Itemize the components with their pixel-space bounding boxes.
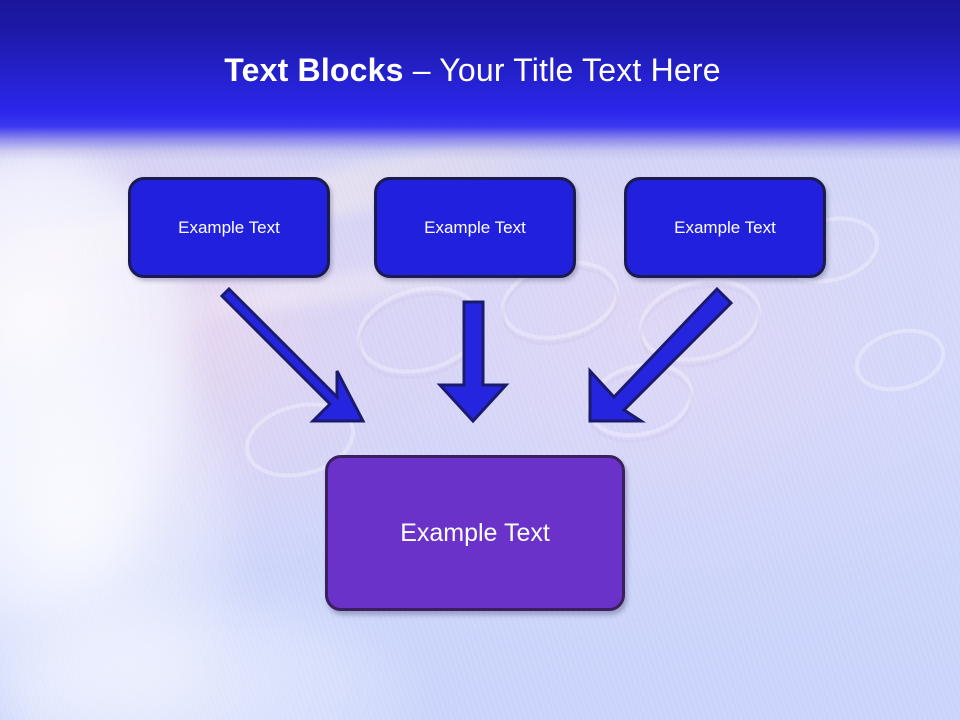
page-title-bold: Text Blocks (224, 52, 404, 88)
diagram-node-1-label: Example Text (178, 217, 280, 237)
page-title: Text Blocks – Your Title Text Here (0, 50, 945, 90)
title-bar (0, 0, 960, 126)
diagram-node-2[interactable]: Example Text (374, 177, 576, 278)
diagram-result-node-label: Example Text (400, 518, 550, 547)
page-title-separator: – (403, 52, 440, 88)
page-title-regular: Your Title Text Here (439, 52, 721, 88)
diagram-node-3-label: Example Text (674, 217, 776, 237)
title-bar-fade (0, 126, 960, 160)
diagram-node-2-label: Example Text (424, 217, 526, 237)
diagram-result-node[interactable]: Example Text (325, 455, 625, 611)
diagram-node-3[interactable]: Example Text (624, 177, 826, 278)
diagram-node-1[interactable]: Example Text (128, 177, 330, 278)
